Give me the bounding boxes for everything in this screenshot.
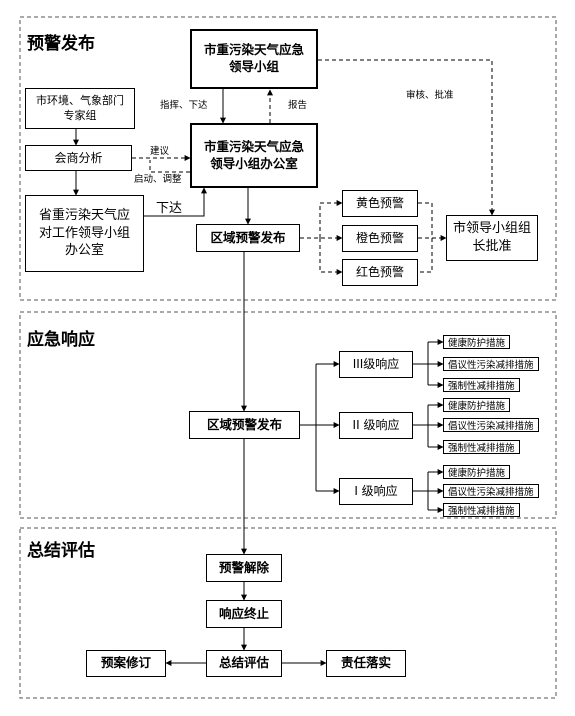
expert-group: 市环境、气象部门 专家组 (25, 88, 135, 129)
level-3-response: III级响应 (339, 351, 413, 378)
red-warning: 红色预警 (342, 259, 418, 286)
arrow-publish-red (319, 238, 343, 275)
arrow-review (318, 59, 495, 216)
plan-revision: 预案修订 (86, 650, 166, 677)
consult-analysis: 会商分析 (25, 145, 132, 171)
arrow-publish-yellow (319, 200, 343, 238)
summary-section-frame (19, 527, 557, 699)
warning-section-frame (19, 16, 557, 301)
response-section-frame (19, 311, 557, 519)
leader-approval: 市领导小组组 长批准 (446, 215, 538, 261)
label-command: 指挥、下达 (160, 100, 208, 111)
region-warning-publish-2: 区域预警发布 (189, 411, 300, 439)
summary-evaluation: 总结评估 (206, 650, 282, 677)
accountability: 责任落实 (326, 650, 406, 677)
level1-health-measure: 健康防护措施 (443, 465, 511, 479)
yellow-warning: 黄色预警 (342, 190, 418, 217)
level3-mandatory-measure: 强制性减排措施 (443, 378, 520, 392)
level3-advisory-measure: 倡议性污染减排措施 (443, 357, 539, 371)
label-start-adjust: 启动、调整 (134, 174, 182, 185)
city-emergency-office: 市重污染天气应急 领导小组办公室 (190, 123, 318, 188)
level-1-response: I 级响应 (339, 478, 413, 505)
province-office: 省重污染天气应 对工作领导小组 办公室 (25, 195, 144, 272)
level2-mandatory-measure: 强制性减排措施 (443, 440, 520, 454)
level1-advisory-measure: 倡议性污染减排措施 (443, 484, 539, 498)
section-title-summary: 总结评估 (27, 541, 95, 561)
arrow-issue (144, 187, 207, 217)
section-title-warning: 预警发布 (27, 34, 95, 54)
section-title-response: 应急响应 (27, 330, 95, 350)
label-suggest: 建议 (150, 146, 170, 157)
level-2-response: II 级响应 (339, 412, 413, 439)
region-warning-publish-1: 区域预警发布 (196, 224, 300, 252)
label-report: 报告 (288, 100, 308, 111)
label-review: 审核、批准 (406, 90, 454, 101)
response-end: 响应终止 (206, 600, 282, 628)
label-issue: 下达 (156, 201, 183, 216)
city-emergency-group: 市重污染天气应急 领导小组 (190, 29, 318, 89)
orange-warning: 橙色预警 (342, 225, 418, 252)
level1-mandatory-measure: 强制性减排措施 (443, 503, 520, 517)
level2-advisory-measure: 倡议性污染减排措施 (443, 418, 539, 432)
arrow-start-adjust (149, 160, 190, 173)
level2-health-measure: 健康防护措施 (443, 398, 511, 412)
level3-health-measure: 健康防护措施 (443, 335, 511, 349)
warning-lift: 预警解除 (206, 554, 282, 582)
bracket-colors (418, 202, 433, 273)
